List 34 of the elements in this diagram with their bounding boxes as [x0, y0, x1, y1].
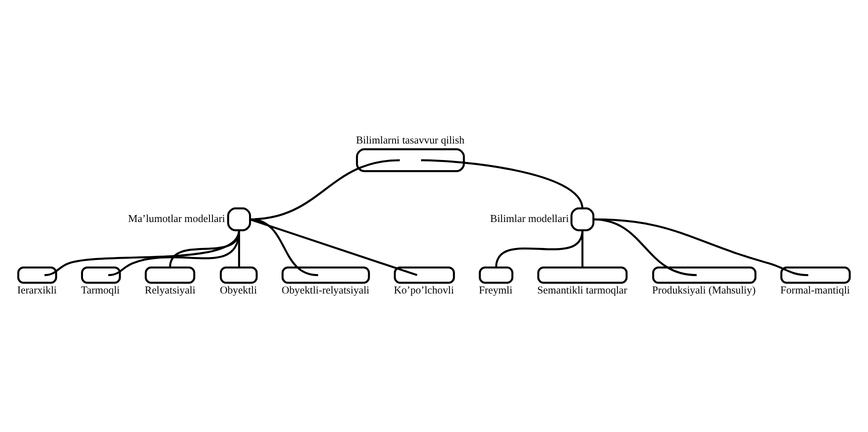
- node-box: [356, 148, 465, 172]
- node-box: [780, 266, 851, 284]
- node-box: [652, 266, 756, 284]
- connector: [421, 159, 584, 209]
- node-label: Produksiyali (Mahsuliy): [652, 286, 756, 297]
- connector: [249, 218, 418, 276]
- node-label: Bilimlar modellari: [490, 214, 569, 225]
- node-box: [282, 266, 370, 284]
- node-box: [220, 266, 258, 284]
- node-label: Relyatsiyali: [144, 286, 196, 297]
- connector: [581, 230, 584, 268]
- node-label: Bilimlarni tasavvur qilish: [356, 135, 464, 146]
- node-label: Ma’lumotlar modellari: [128, 214, 226, 225]
- node-label: Ko’po’lchovli: [394, 286, 454, 297]
- node-label: Ierarxikli: [17, 286, 57, 297]
- node-box: [81, 266, 121, 284]
- node-label: Obyektli: [220, 286, 257, 297]
- node-label: Tarmoqli: [81, 286, 120, 297]
- connector: [169, 230, 240, 268]
- node-label: Obyektli-relyatsiyali: [282, 286, 370, 297]
- connector: [593, 218, 808, 276]
- node-label: Formal-mantiqli: [780, 286, 850, 297]
- node-box: [478, 266, 514, 284]
- connector: [495, 230, 584, 268]
- connector: [250, 218, 318, 276]
- connector: [108, 230, 240, 276]
- node-box: [537, 266, 628, 284]
- connector: [44, 230, 240, 276]
- node-box: [144, 266, 196, 284]
- node-box: [394, 266, 455, 284]
- connector: [238, 230, 240, 268]
- node-label: Freymli: [478, 286, 512, 297]
- node-box: [17, 266, 58, 284]
- node-label: Semantikli tarmoqlar: [537, 286, 628, 297]
